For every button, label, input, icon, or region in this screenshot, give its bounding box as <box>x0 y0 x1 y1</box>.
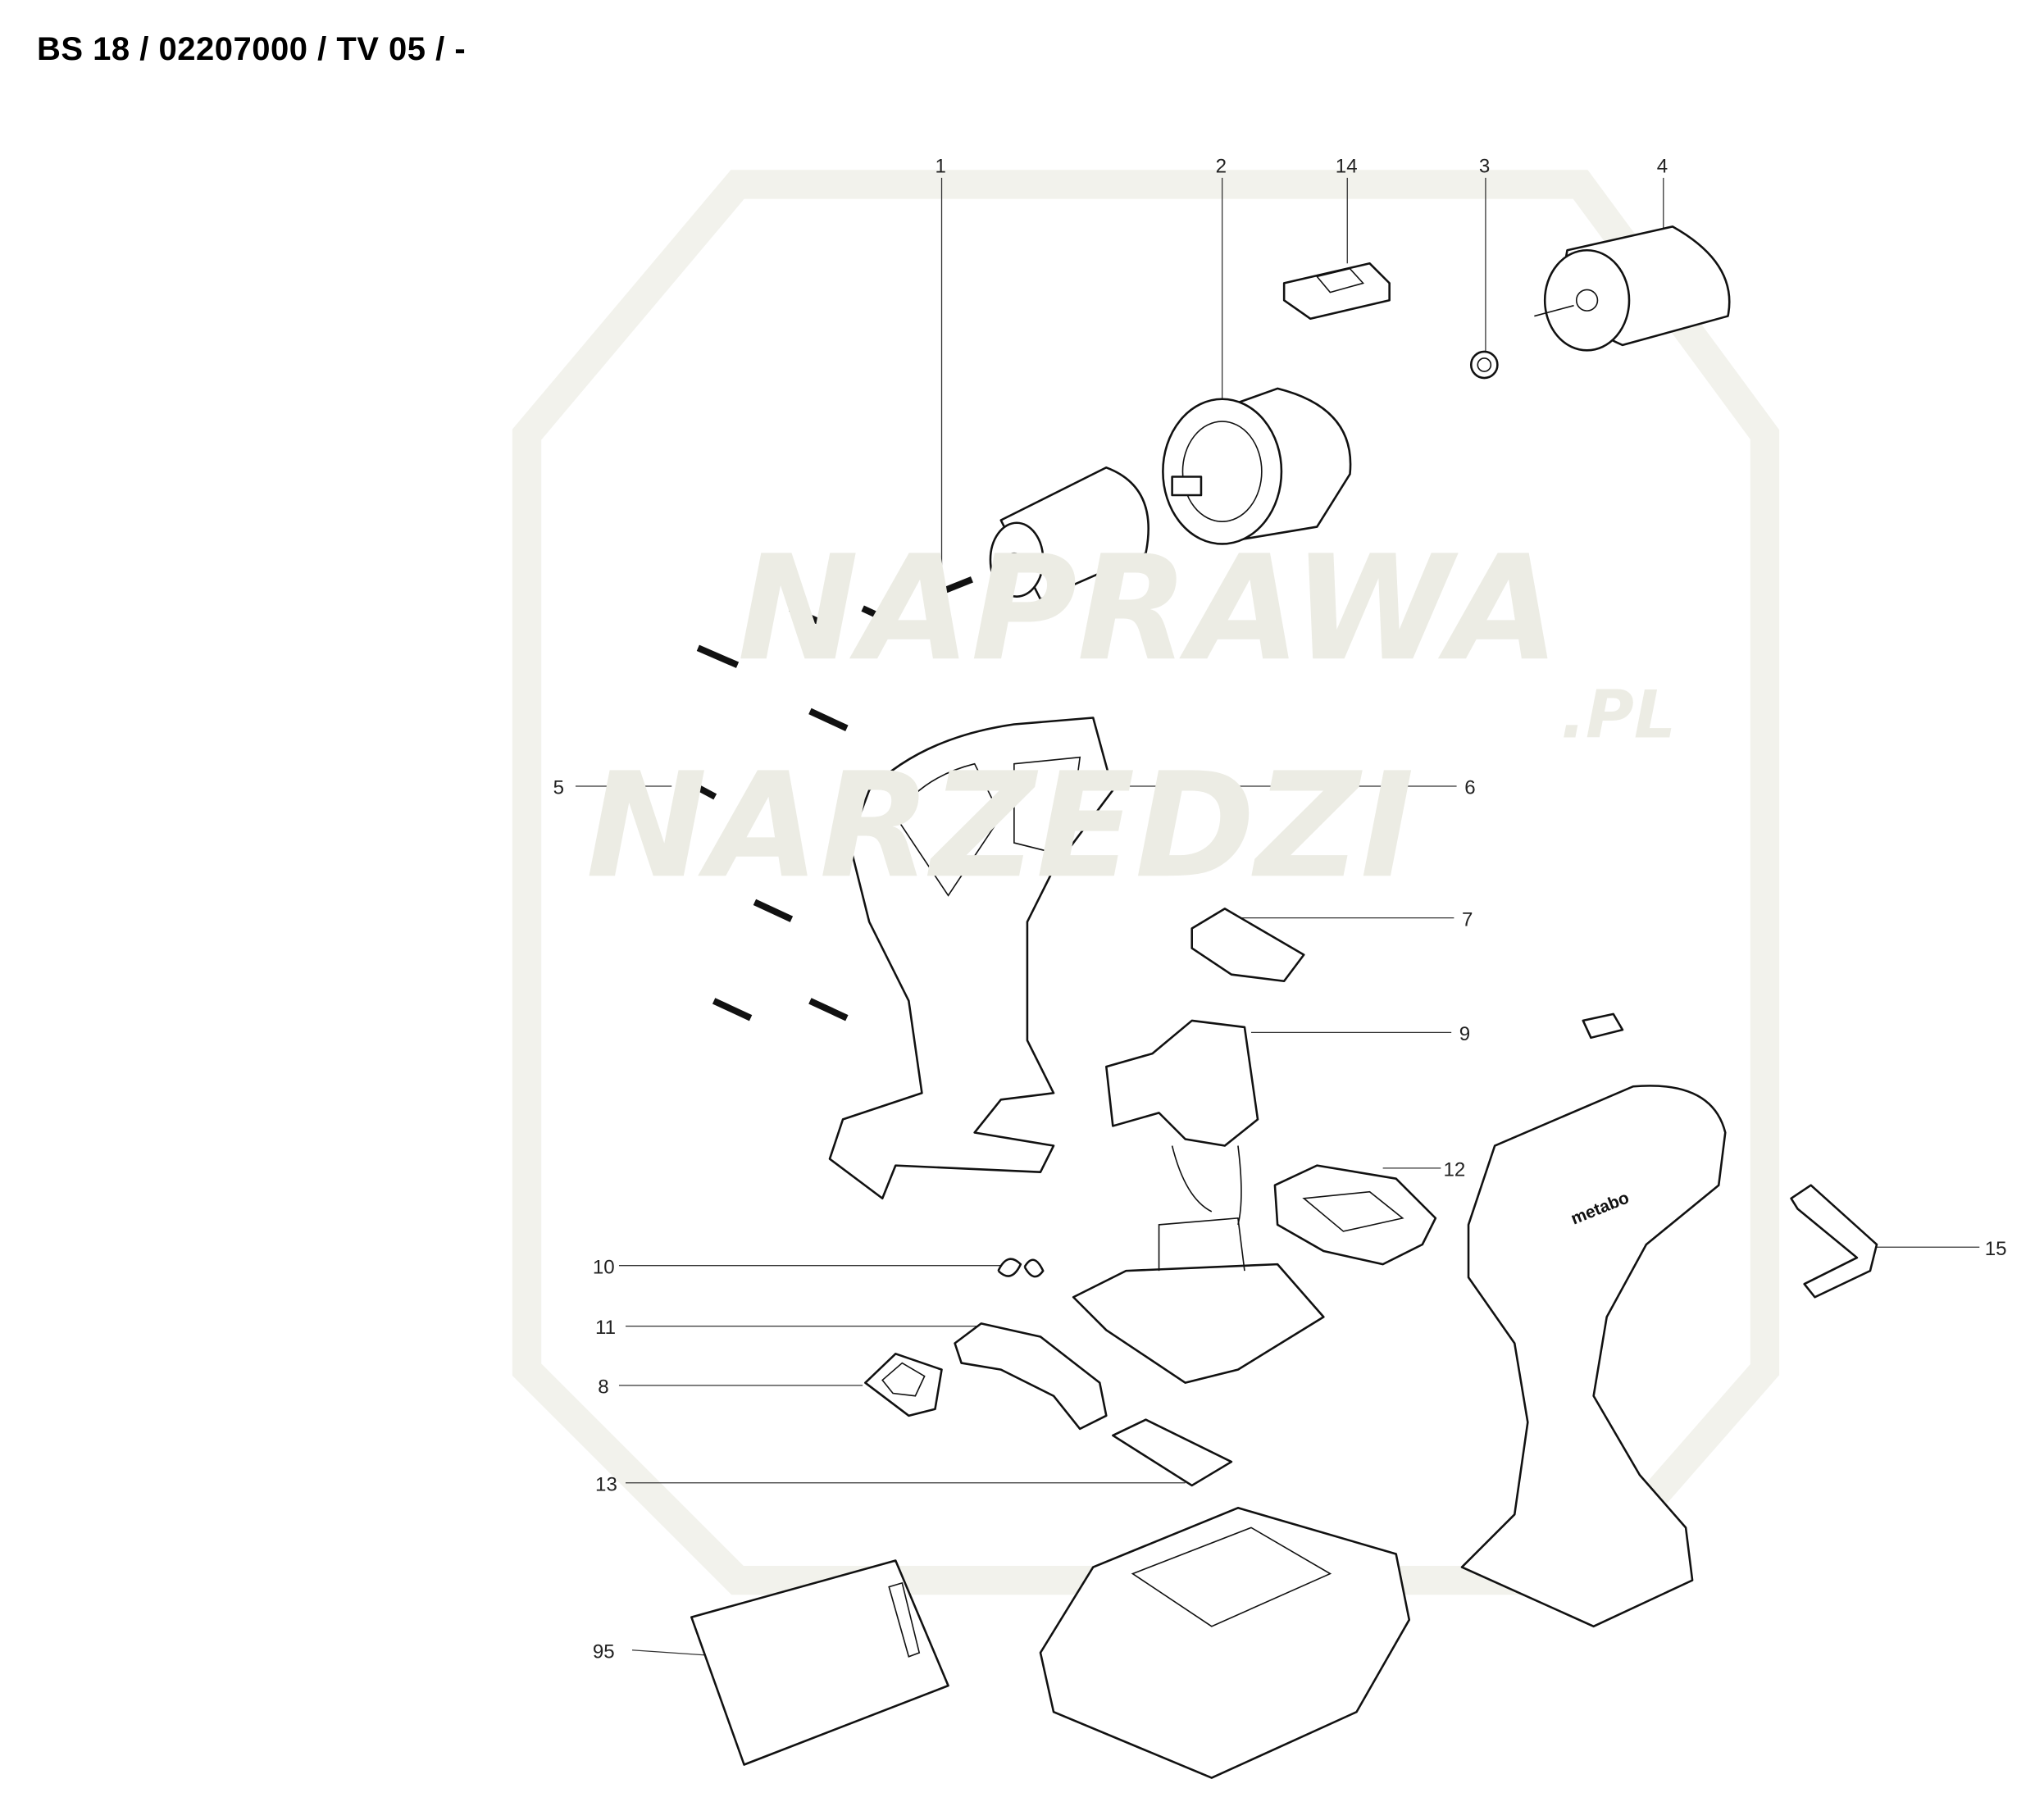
part-7-switch-cover[interactable] <box>1190 908 1305 983</box>
part-13-label[interactable] <box>1112 1418 1233 1487</box>
label-part-95[interactable]: 95 <box>593 1640 615 1663</box>
part-6-housing-half[interactable] <box>828 717 1114 1200</box>
part-chuck[interactable] <box>989 466 1149 601</box>
label-part-1[interactable]: 1 <box>935 155 945 177</box>
label-part-2[interactable]: 2 <box>1216 155 1227 177</box>
label-part-4[interactable]: 4 <box>1657 155 1668 177</box>
label-part-15[interactable]: 15 <box>1985 1238 2007 1260</box>
watermark-line2: NARZEDZI <box>586 741 1414 910</box>
label-part-12[interactable]: 12 <box>1444 1158 1466 1181</box>
part-labels: 1 2 14 3 4 5 6 7 9 12 15 10 11 8 13 95 <box>553 155 2007 1663</box>
label-part-10[interactable]: 10 <box>593 1256 615 1278</box>
part-15-belt-clip[interactable] <box>1790 1184 1878 1299</box>
watermark-logo: NAPRAWA NARZEDZI .PL <box>586 524 1676 910</box>
part-12-bracket[interactable] <box>1273 1164 1437 1266</box>
watermark-line1: NAPRAWA <box>738 524 1560 693</box>
part-battery-pack[interactable] <box>1039 1506 1411 1779</box>
label-part-6[interactable]: 6 <box>1464 777 1475 799</box>
part-5-screws[interactable] <box>676 605 901 1021</box>
label-part-13[interactable]: 13 <box>595 1473 617 1495</box>
part-9-switch[interactable] <box>1105 1019 1259 1226</box>
part-small-pad[interactable] <box>1582 1012 1624 1040</box>
page-title: BS 18 / 02207000 / TV 05 / - <box>37 31 467 67</box>
label-part-9[interactable]: 9 <box>1459 1023 1470 1045</box>
part-11-cable-holder[interactable] <box>954 1322 1108 1431</box>
part-14-switch-slider[interactable] <box>1282 262 1391 321</box>
part-3-pinion-gear[interactable] <box>1469 350 1499 380</box>
part-base-plate[interactable] <box>1072 1217 1325 1384</box>
part-10-spring[interactable] <box>997 1258 1045 1278</box>
leader-lines <box>575 177 1980 1663</box>
label-part-5[interactable]: 5 <box>553 777 564 799</box>
watermark-suffix: .PL <box>1560 676 1676 753</box>
label-part-3[interactable]: 3 <box>1479 155 1490 177</box>
part-1-chuck-screw[interactable] <box>924 576 973 603</box>
label-part-7[interactable]: 7 <box>1462 908 1473 930</box>
part-8-led-cover[interactable] <box>864 1353 943 1417</box>
part-housing-assembled[interactable]: metabo <box>1460 1085 1727 1628</box>
label-part-11[interactable]: 11 <box>595 1317 616 1339</box>
label-part-8[interactable]: 8 <box>598 1376 608 1399</box>
part-2-gearbox[interactable] <box>1162 387 1352 545</box>
part-95-manual[interactable] <box>690 1559 949 1766</box>
part-4-motor[interactable] <box>1534 225 1731 352</box>
label-part-14[interactable]: 14 <box>1336 155 1358 177</box>
